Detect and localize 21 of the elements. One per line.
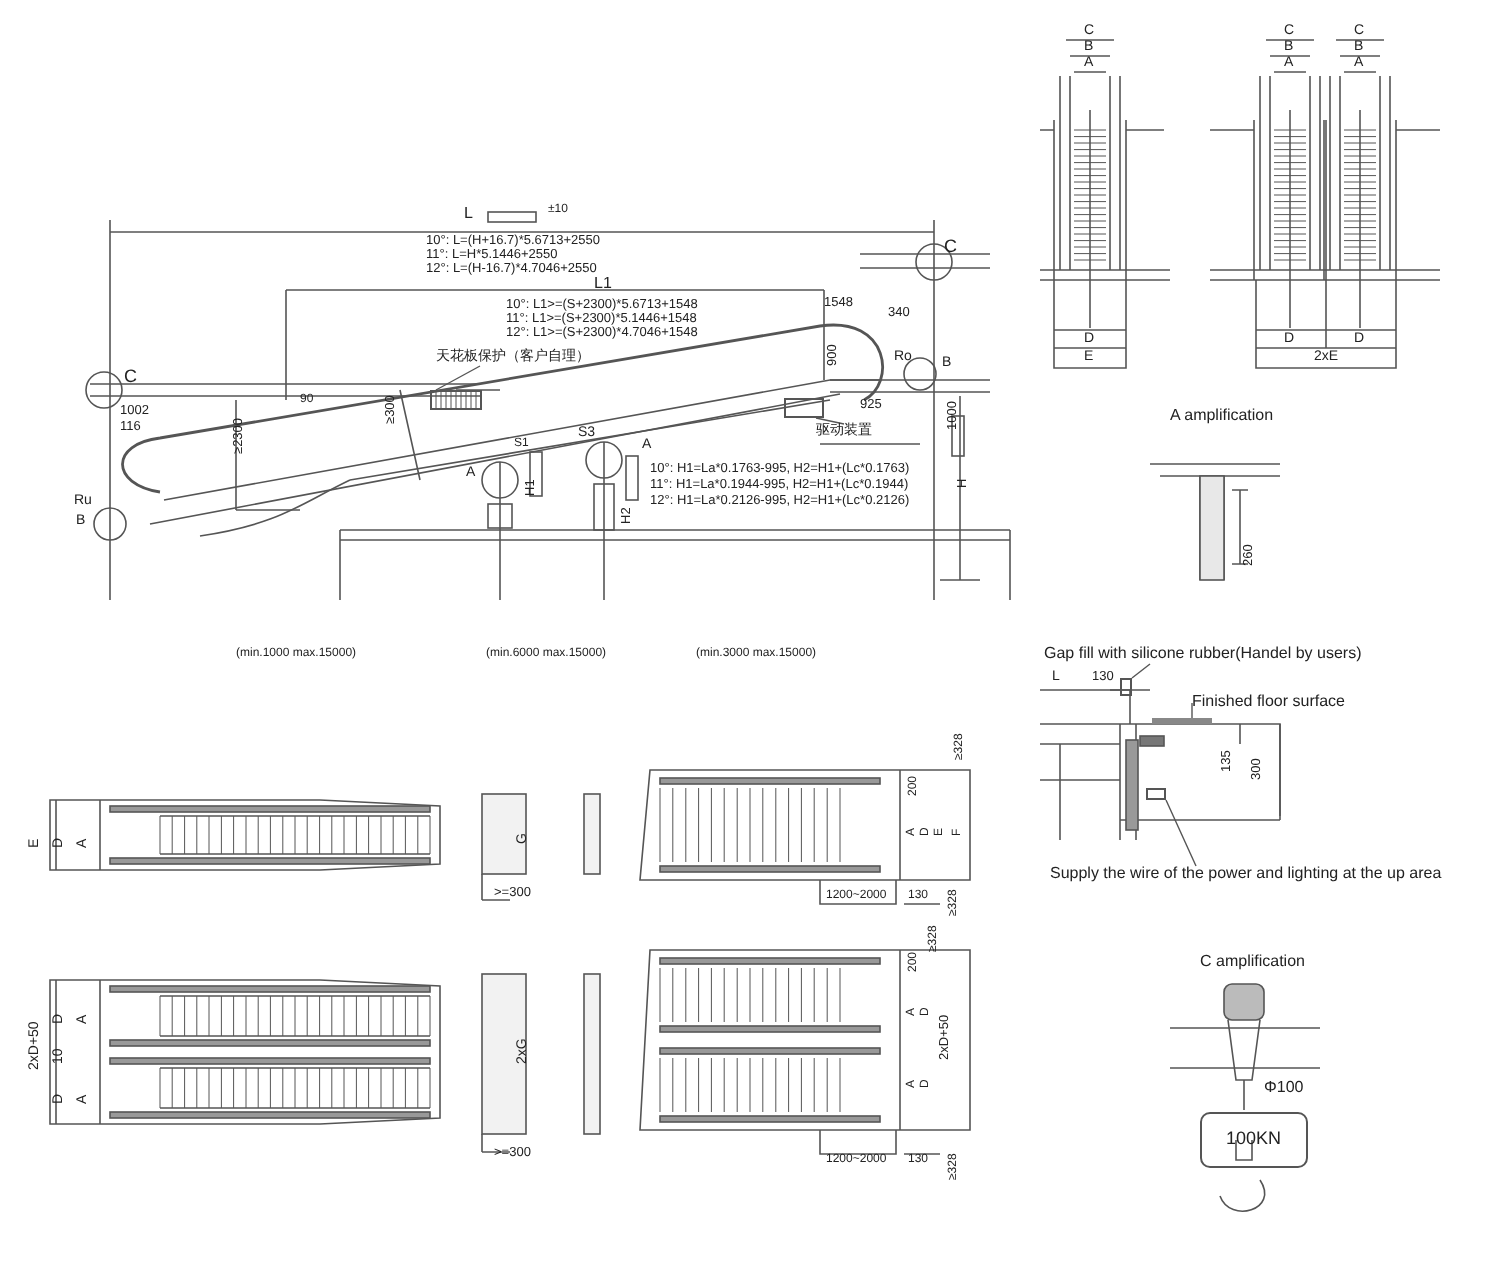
note-text: Supply the wire of the power and lighting at the up area [1050, 866, 1442, 884]
leader-line [1191, 702, 1193, 719]
dimension-label: L1 [594, 276, 612, 292]
leader-line [435, 365, 481, 391]
load-cell-box: 100KN [1200, 1112, 1308, 1168]
floor-surface [1152, 718, 1212, 724]
drive-unit [784, 398, 824, 418]
callout-letter: C [944, 238, 957, 256]
leader-line [1131, 663, 1151, 679]
detail-title: C amplification [1200, 954, 1305, 970]
wire-conduit [1146, 788, 1166, 800]
dimension-label: L [464, 206, 473, 222]
note-text: Finished floor surface [1192, 694, 1345, 712]
callout-letter: C [124, 368, 137, 386]
note-text: Gap fill with silicone rubber(Handel by users) [1044, 646, 1362, 664]
detail-title: A amplification [1170, 408, 1274, 424]
leader-line [815, 417, 845, 425]
leader-line [1165, 799, 1197, 867]
gap-fill [1120, 678, 1132, 696]
ceiling-guard [430, 390, 482, 410]
dimension-label: Φ100 [1264, 1080, 1304, 1096]
